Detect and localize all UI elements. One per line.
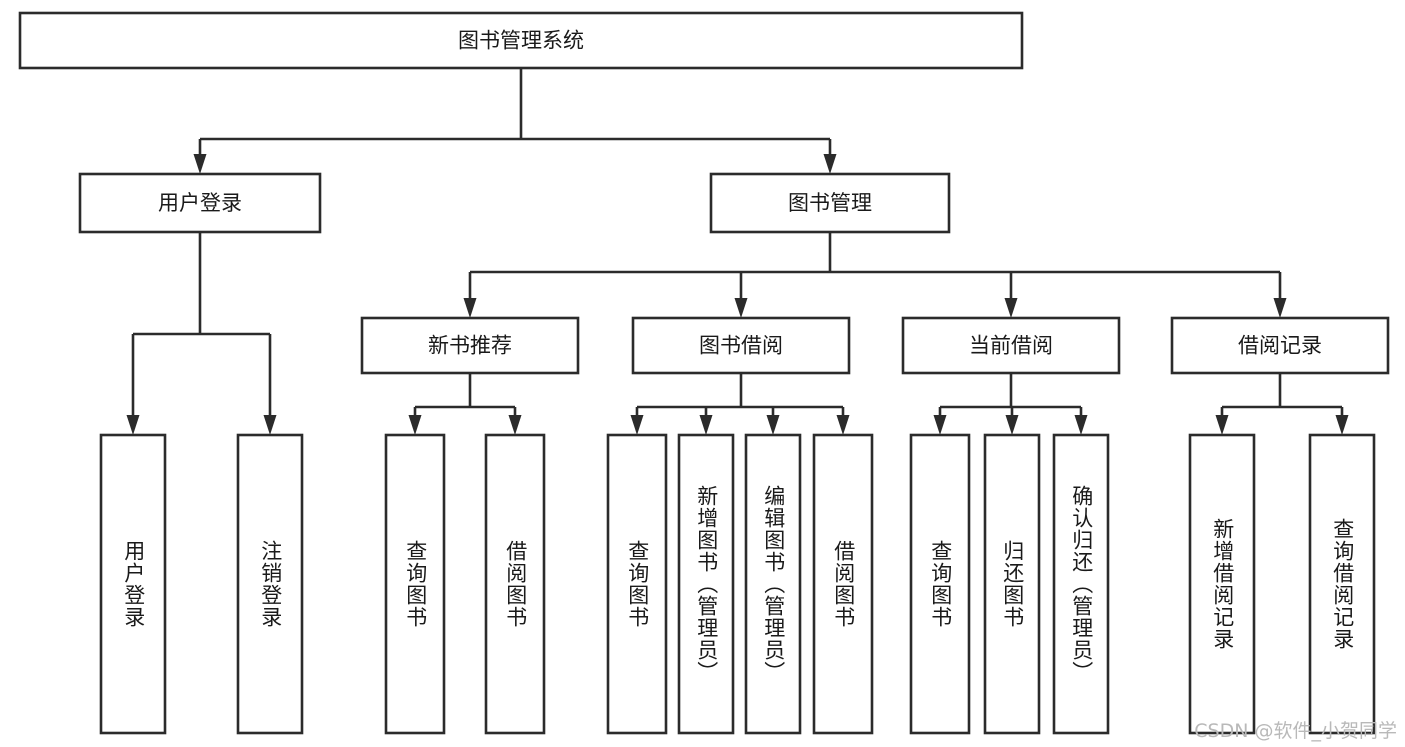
node-box-leaf_5[interactable] xyxy=(677,433,735,735)
arrowhead-icon xyxy=(508,415,522,435)
node-box-leaf_7[interactable] xyxy=(812,433,874,735)
node-box-leaf_6[interactable] xyxy=(744,433,802,735)
node-label-l1_1: 图书管理 xyxy=(788,191,872,215)
node-label-l2_2: 当前借阅 xyxy=(969,334,1053,358)
node-label-l1_0: 用户登录 xyxy=(158,191,242,215)
arrowhead-icon xyxy=(263,415,277,435)
arrowhead-icon xyxy=(734,298,748,318)
node-box-leaf_3[interactable] xyxy=(484,433,546,735)
node-box-l2_0[interactable] xyxy=(360,316,580,375)
node-box-leaf_11[interactable] xyxy=(1188,433,1256,735)
edges-layer xyxy=(126,68,1349,435)
arrowhead-icon xyxy=(1273,298,1287,318)
node-label-l2_1: 图书借阅 xyxy=(699,334,783,358)
arrowhead-icon xyxy=(630,415,644,435)
node-box-l1_1[interactable] xyxy=(709,172,951,234)
node-label-root: 图书管理系统 xyxy=(458,29,584,53)
node-box-l2_2[interactable] xyxy=(901,316,1121,375)
node-label-l2_3: 借阅记录 xyxy=(1238,334,1322,358)
arrowhead-icon xyxy=(126,415,140,435)
arrowhead-icon xyxy=(1004,298,1018,318)
node-box-l2_1[interactable] xyxy=(631,316,851,375)
csdn-watermark: CSDN @软件_小贺同学 xyxy=(1194,720,1397,742)
node-box-leaf_9[interactable] xyxy=(983,433,1041,735)
arrowhead-icon xyxy=(933,415,947,435)
node-box-leaf_12[interactable] xyxy=(1308,433,1376,735)
node-box-leaf_4[interactable] xyxy=(606,433,668,735)
node-label-l2_0: 新书推荐 xyxy=(428,334,512,358)
node-box-leaf_0[interactable] xyxy=(99,433,167,735)
arrowhead-icon xyxy=(836,415,850,435)
arrowhead-icon xyxy=(408,415,422,435)
boxes-layer xyxy=(18,11,1390,735)
arrowhead-icon xyxy=(1335,415,1349,435)
node-box-leaf_2[interactable] xyxy=(384,433,446,735)
arrowhead-icon xyxy=(193,154,207,174)
arrowhead-icon xyxy=(1005,415,1019,435)
arrowhead-icon xyxy=(1074,415,1088,435)
node-box-leaf_8[interactable] xyxy=(909,433,971,735)
arrowhead-icon xyxy=(766,415,780,435)
arrowhead-icon xyxy=(1215,415,1229,435)
arrowhead-icon xyxy=(463,298,477,318)
arrowhead-icon xyxy=(823,154,837,174)
node-box-leaf_10[interactable] xyxy=(1052,433,1110,735)
node-box-leaf_1[interactable] xyxy=(236,433,304,735)
node-box-l2_3[interactable] xyxy=(1170,316,1390,375)
node-box-l1_0[interactable] xyxy=(78,172,322,234)
node-box-root[interactable] xyxy=(18,11,1024,70)
arrowhead-icon xyxy=(699,415,713,435)
